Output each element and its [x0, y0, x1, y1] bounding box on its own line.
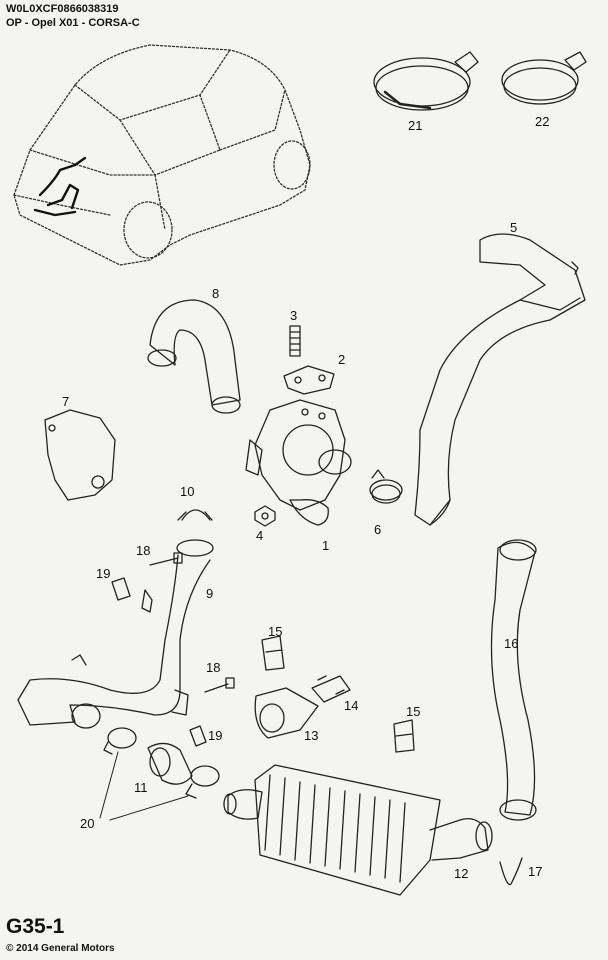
hose-11 — [147, 742, 193, 785]
bolt-18a — [149, 552, 183, 566]
engine-bay-highlight — [33, 156, 87, 217]
model-header: OP - Opel X01 - CORSA-C — [6, 17, 140, 29]
callout-12: 12 — [454, 866, 468, 881]
bracket-13 — [254, 687, 319, 739]
callout-14: 14 — [344, 698, 358, 713]
stud-3 — [289, 325, 301, 357]
callout-5: 5 — [510, 220, 517, 235]
callout-16: 16 — [504, 636, 518, 651]
callout-18b: 18 — [206, 660, 220, 675]
callout-numbers: 21 22 5 8 3 2 7 10 6 4 1 18 19 9 15 16 1… — [62, 114, 549, 881]
callout-3: 3 — [290, 308, 297, 323]
callout-18a: 18 — [136, 543, 150, 558]
callout-11: 11 — [134, 780, 148, 795]
clamp-20a — [103, 727, 137, 755]
leader-lines-20 — [99, 751, 189, 821]
pipe-5 — [414, 233, 586, 526]
vin-header: W0L0XCF0866038319 — [6, 3, 119, 15]
turbocharger-1 — [245, 399, 352, 526]
hose-16 — [490, 539, 537, 821]
hose-8 — [147, 299, 241, 414]
clip-19b — [189, 725, 207, 747]
pipe-9 — [17, 539, 214, 729]
diagram-code: G35-1 — [6, 915, 65, 938]
clip-10 — [177, 509, 213, 521]
clamp-6 — [369, 469, 403, 504]
bracket-15a — [261, 635, 285, 671]
bracket-15b — [393, 719, 415, 753]
clamp-20b — [185, 765, 220, 799]
callout-22: 22 — [535, 114, 549, 129]
callout-4: 4 — [256, 528, 263, 543]
callout-10: 10 — [180, 484, 194, 499]
copyright-notice: © 2014 General Motors — [6, 943, 115, 954]
callout-15b: 15 — [406, 704, 420, 719]
callout-8: 8 — [212, 286, 219, 301]
car-location-illustration — [13, 44, 311, 266]
clamp-22 — [501, 51, 587, 105]
callout-19a: 19 — [96, 566, 110, 581]
callout-21: 21 — [408, 118, 422, 133]
intercooler-12 — [223, 764, 493, 896]
callout-20: 20 — [80, 816, 94, 831]
nut-4 — [254, 505, 276, 527]
clip-19a — [111, 577, 131, 601]
callout-1: 1 — [322, 538, 329, 553]
callout-15a: 15 — [268, 624, 282, 639]
callout-2: 2 — [338, 352, 345, 367]
clamp-21 — [373, 51, 479, 111]
gasket-2 — [283, 365, 335, 395]
callout-19b: 19 — [208, 728, 222, 743]
callout-9: 9 — [206, 586, 213, 601]
heat-shield-7 — [44, 409, 116, 501]
bracket-14 — [311, 675, 351, 703]
clip-17 — [499, 857, 523, 886]
bolt-18b — [204, 677, 235, 693]
callout-7: 7 — [62, 394, 69, 409]
callout-6: 6 — [374, 522, 381, 537]
callout-17: 17 — [528, 864, 542, 879]
callout-13: 13 — [304, 728, 318, 743]
